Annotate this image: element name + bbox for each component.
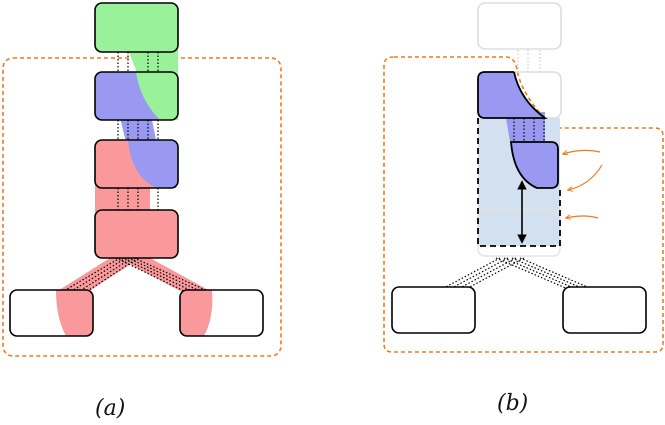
node-a4 [94, 209, 179, 259]
node-a5 [9, 289, 94, 337]
node-a2 [94, 71, 179, 121]
caption-a: (a) [95, 396, 126, 421]
node-b2 [477, 71, 548, 119]
node-b6 [562, 286, 647, 334]
panel-b [383, 2, 664, 353]
node-b3 [510, 141, 559, 189]
node-b5 [391, 286, 476, 334]
dotted-connectors-a [61, 52, 211, 293]
panel-a [2, 2, 282, 357]
node-a3 [94, 139, 179, 189]
node-a1 [94, 2, 179, 53]
dotted-connectors-b [513, 118, 545, 142]
node-a6 [179, 289, 264, 337]
caption-b: (b) [497, 391, 529, 416]
panel-b-boundary [383, 56, 664, 353]
highlight-dashed-outline [477, 118, 561, 247]
orange-force-arrows [563, 149, 603, 218]
dotted-diagonals-b [441, 257, 593, 290]
red-band-right [118, 258, 212, 292]
blue-flow-band-b [505, 112, 545, 142]
ghost-connectors [517, 50, 541, 72]
ghost-node-b1 [477, 2, 562, 50]
